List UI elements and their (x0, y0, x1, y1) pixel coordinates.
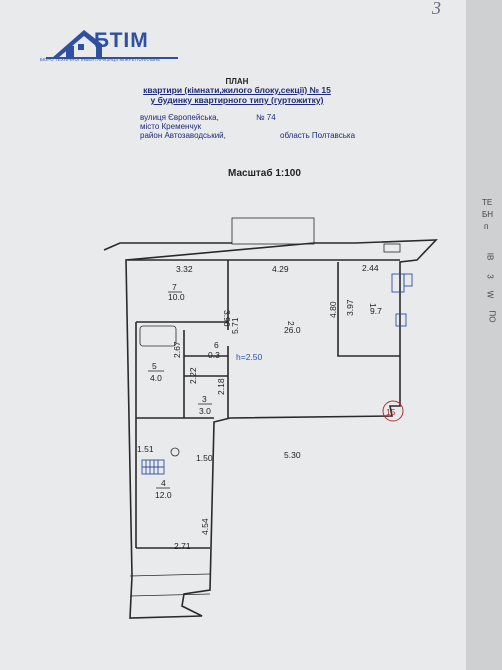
dimension-label: 5.30 (284, 450, 301, 460)
balcony-outline (231, 217, 315, 245)
address-street: вулиця Європейська, (140, 113, 219, 122)
ceiling-height-label: h=2.50 (236, 352, 263, 362)
lower-balcony-outline (129, 573, 211, 597)
dimension-label: 2.22 (188, 367, 198, 384)
room-area: 3.0 (199, 406, 211, 416)
edge-text: 3 (485, 274, 495, 279)
dimension-label: 2.18 (216, 378, 226, 395)
page-number: 3 (432, 0, 441, 18)
document-sheet (0, 0, 474, 670)
room-number: 6 (214, 340, 219, 350)
address-city: місто Кременчук (140, 122, 202, 131)
btim-logo-icon (46, 30, 178, 59)
room-area: 4.0 (150, 373, 162, 383)
address-district: район Автозаводський, (140, 131, 226, 140)
edge-text: п (484, 222, 489, 231)
room-area: 12.0 (155, 490, 172, 500)
dimension-label: 3.97 (345, 299, 355, 316)
logo-subtitle: БЮРО ТЕХНІЧНОЇ ІНВЕНТАРИЗАЦІЇ МІЖРЕГІОНА… (40, 57, 161, 62)
dimension-label: 1.50 (196, 453, 213, 463)
edge-text: БН (482, 210, 494, 219)
bathtub-icon (139, 325, 177, 347)
stove-icon (391, 273, 405, 293)
room-number: 7 (172, 282, 177, 292)
dimension-label: 3.32 (176, 264, 193, 274)
room-number: 1 (368, 303, 378, 308)
address-region: область Полтавська (280, 131, 356, 140)
room-number: 4 (161, 478, 166, 488)
adjacent-page-edge: ТЕ БН п ІВ 3 W ПО (466, 0, 502, 670)
apartment-number-badge (382, 400, 404, 422)
room-area: 0.3 (208, 350, 220, 360)
partition (135, 322, 214, 548)
dimension-label: 1.51 (137, 444, 154, 454)
dimension-label: 2.67 (172, 341, 182, 358)
document-title: ПЛАН (225, 77, 249, 86)
dimension-label: 2.44 (362, 263, 379, 273)
room-number: 3 (202, 394, 207, 404)
partition (337, 262, 400, 357)
apartment-badge-text: 15 (386, 407, 396, 417)
edge-text: ТЕ (482, 198, 493, 207)
sink-icon (395, 313, 407, 327)
edge-text: ПО (487, 310, 497, 323)
toilet-icon (170, 447, 180, 457)
edge-text: ІВ (485, 252, 495, 261)
dimension-label: 5.71 (230, 317, 240, 334)
dimension-label: 4.54 (200, 518, 210, 535)
dimension-label: 4.29 (272, 264, 289, 274)
building-line: у будинку квартирного типу (гуртожитку) (150, 95, 324, 105)
floor-plan: 15 3.32 4.29 2.44 3.96 5.71 4.80 3.97 2.… (103, 217, 438, 619)
address-house: № 74 (256, 113, 276, 122)
room-area: 10.0 (168, 292, 185, 302)
dimension-label: 2.71 (174, 541, 191, 551)
dimension-label: 4.80 (328, 301, 338, 318)
edge-text: W (485, 290, 495, 299)
room-area: 9.7 (370, 306, 382, 316)
dimension-label: 3.96 (222, 310, 232, 327)
scale-label: Масштаб 1:100 (228, 168, 301, 179)
room-area: 26.0 (284, 325, 301, 335)
apartment-line: квартири (кімнати,жилого блоку,секції) №… (143, 85, 331, 95)
room-number: 2 (286, 321, 296, 326)
logo-name: БТІМ (94, 29, 149, 52)
room-number: 5 (152, 361, 157, 371)
partition (183, 330, 228, 418)
